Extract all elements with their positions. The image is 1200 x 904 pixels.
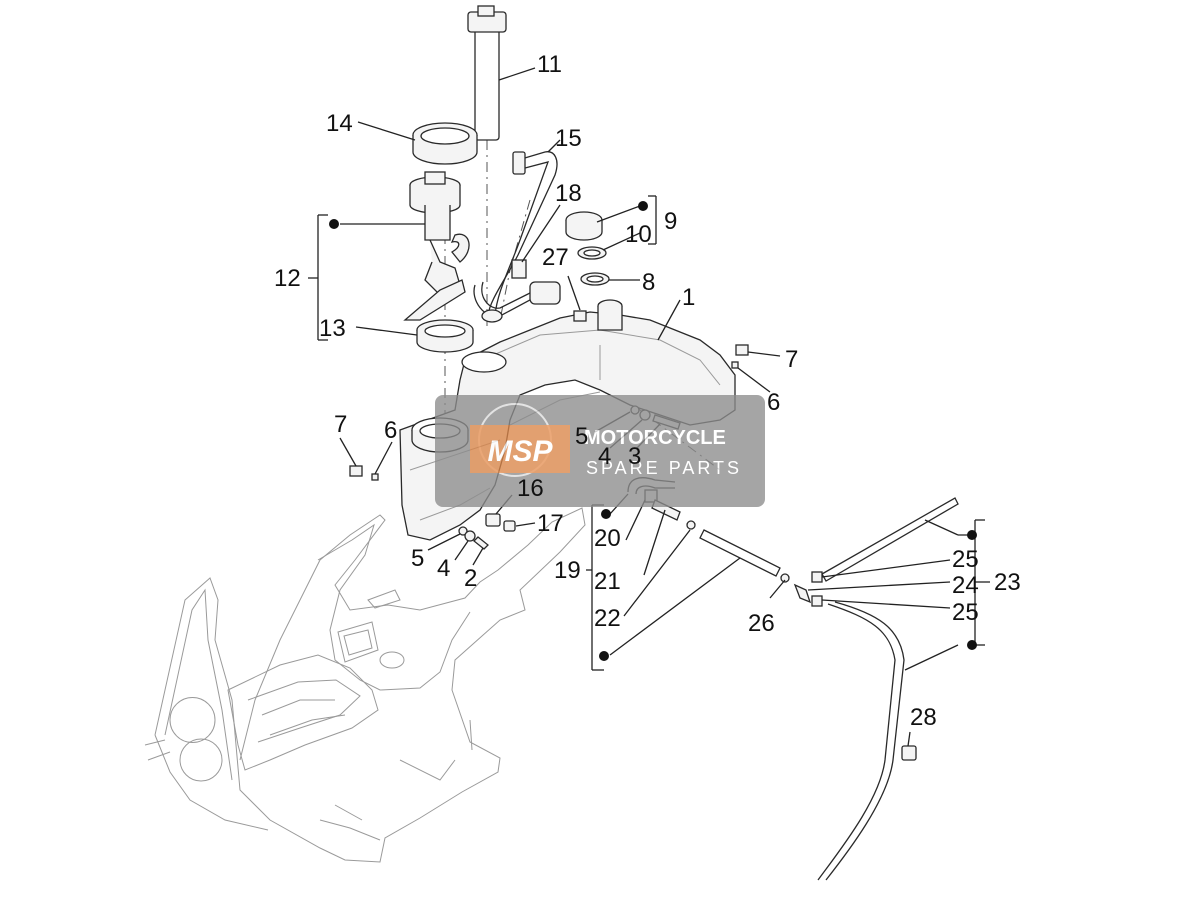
callout-27: 27 — [542, 244, 569, 271]
kit-markers — [329, 201, 977, 661]
pump-seal-ring — [355, 319, 474, 353]
fuel-pump — [403, 171, 470, 321]
group-brackets — [308, 195, 657, 341]
callout-7-right: 7 — [785, 346, 798, 373]
watermark: MSP MOTORCYCLE SPARE PARTS — [435, 395, 765, 507]
vent-hose-15 — [487, 139, 561, 317]
vent-hose-18 — [473, 204, 561, 323]
callout-25-upper: 25 — [952, 546, 979, 573]
callout-6-left: 6 — [384, 417, 397, 444]
lock-ring — [357, 121, 478, 165]
retainer-left — [339, 437, 393, 481]
callout-19: 19 — [554, 557, 581, 584]
callout-4-upper: 4 — [598, 443, 611, 470]
callout-12: 12 — [274, 265, 301, 292]
damper-16-nut-17 — [485, 494, 536, 532]
callout-7-left: 7 — [334, 411, 347, 438]
callout-10: 10 — [625, 221, 652, 248]
watermark-logo: MSP — [487, 435, 553, 468]
callout-24: 24 — [952, 572, 979, 599]
clip-27 — [567, 275, 587, 322]
callout-26: 26 — [748, 610, 775, 637]
fuel-level-sender — [467, 5, 536, 141]
callout-6-right: 6 — [767, 389, 780, 416]
callout-4-lower: 4 — [437, 555, 450, 582]
callout-13: 13 — [319, 315, 346, 342]
callout-5-lower: 5 — [411, 545, 424, 572]
callout-5-upper: 5 — [575, 423, 588, 450]
callout-1: 1 — [682, 284, 695, 311]
callout-22: 22 — [594, 605, 621, 632]
callout-3: 3 — [628, 443, 641, 470]
callout-20: 20 — [594, 525, 621, 552]
callout-17: 17 — [537, 510, 564, 537]
breather-hose-kit — [769, 497, 990, 881]
callout-23: 23 — [994, 569, 1021, 596]
callout-21: 21 — [594, 568, 621, 595]
filler-cap — [340, 205, 641, 286]
callout-14: 14 — [326, 110, 353, 137]
callout-11: 11 — [537, 51, 562, 78]
callout-28: 28 — [910, 704, 937, 731]
callout-18: 18 — [555, 180, 582, 207]
callout-25-lower: 25 — [952, 599, 979, 626]
callout-9: 9 — [664, 208, 677, 235]
callout-labels: 1 2 3 4 4 5 5 6 6 7 7 8 9 10 11 12 13 14… — [274, 51, 1021, 731]
callout-15: 15 — [555, 125, 582, 152]
callout-2: 2 — [464, 565, 477, 592]
watermark-line2: SPARE PARTS — [586, 458, 742, 478]
callout-8: 8 — [642, 269, 655, 296]
retainer-right — [731, 344, 781, 393]
watermark-line1: MOTORCYCLE — [584, 427, 726, 449]
scooter-frame-drawing — [144, 507, 586, 863]
bolt-set-lower — [427, 526, 489, 566]
callout-16: 16 — [517, 475, 544, 502]
